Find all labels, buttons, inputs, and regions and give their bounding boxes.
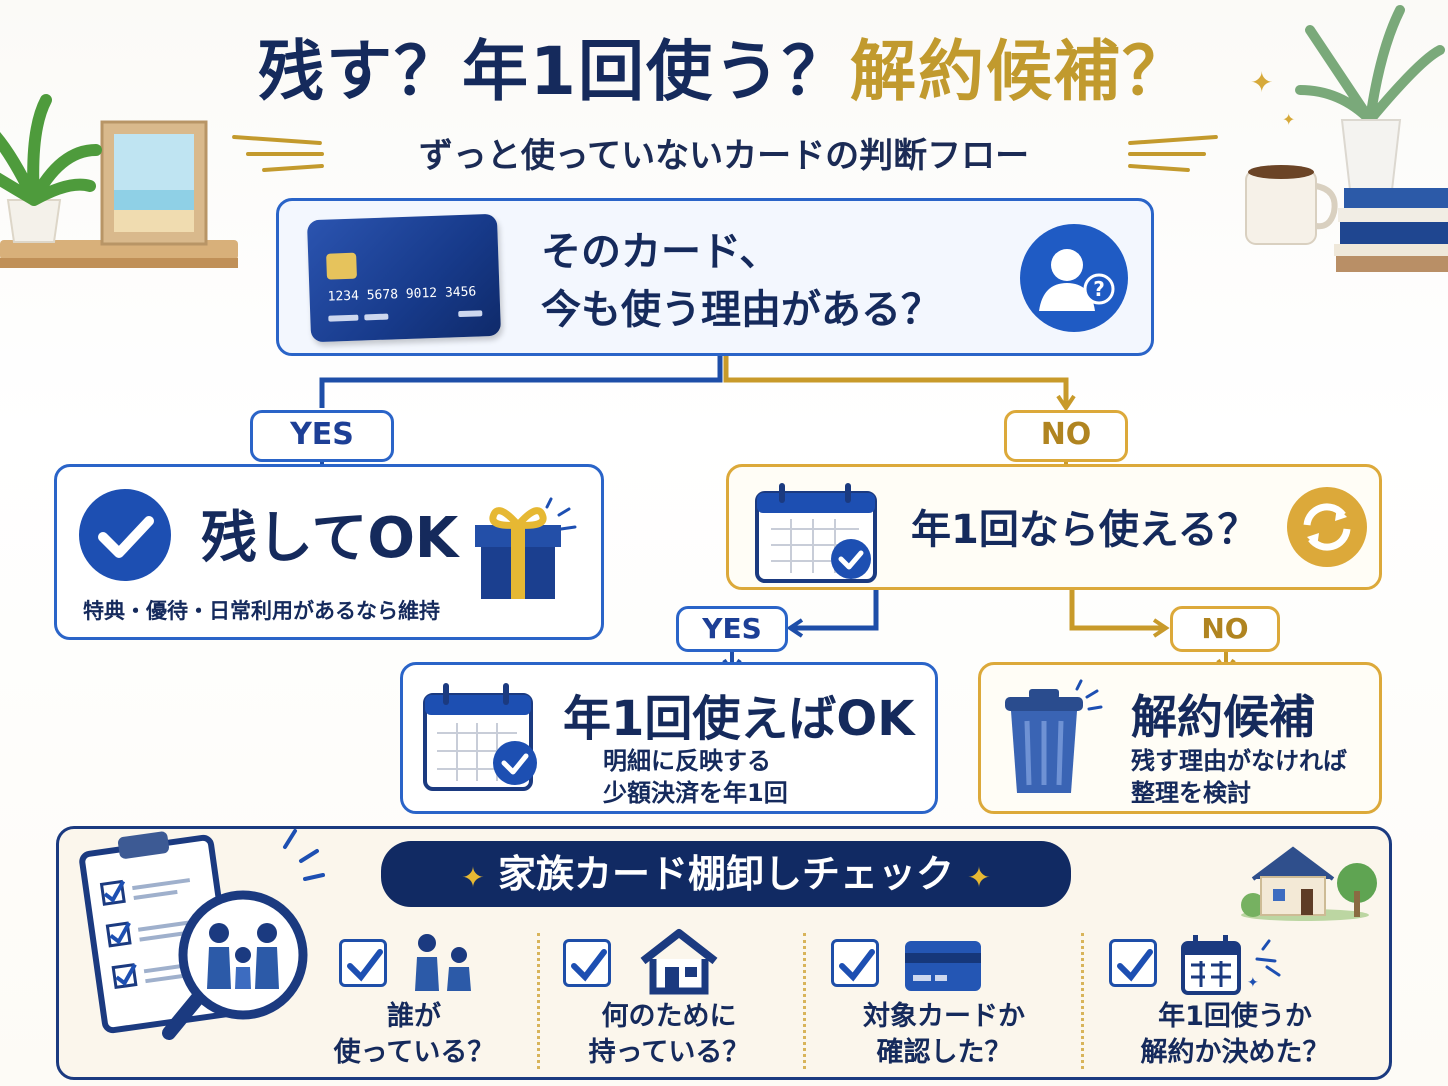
check-icon: [571, 949, 607, 982]
question2-box: 年1回なら使える？: [726, 464, 1382, 590]
check-item-3: 対象カードか 確認した？: [819, 999, 1069, 1071]
checkmark-circle-icon: [77, 487, 173, 587]
title-part2: 解約候補？: [849, 33, 1190, 110]
sparkle-icon: ✦: [1282, 110, 1296, 129]
checkbox-2[interactable]: [563, 939, 611, 987]
trash-can-icon: [1001, 679, 1109, 803]
branch1-yes-label: YES: [250, 410, 394, 462]
calendar-icon: ✦: [1181, 935, 1291, 999]
sparkle-icon: ✦: [461, 861, 485, 894]
yearly-box: 年1回使えばOK 明細に反映する 少額決済を年1回: [400, 662, 938, 814]
person-question-icon: ?: [1019, 223, 1129, 333]
refresh-icon: [1285, 485, 1369, 573]
house-icon: [639, 929, 719, 999]
cancel-line2: 整理を検討: [1131, 779, 1251, 807]
cancel-box: 解約候補 残す理由がなければ 整理を検討: [978, 662, 1382, 814]
branch2-yes-label: YES: [676, 606, 788, 652]
check-icon: [347, 949, 383, 982]
check-item-1-line1: 誰が: [387, 1001, 441, 1032]
question1-line2: 今も使う理由がある？: [541, 287, 941, 333]
branch1-no-label: NO: [1004, 410, 1128, 462]
checkbox-3[interactable]: [831, 939, 879, 987]
cancel-title: 解約候補: [1131, 690, 1315, 744]
house-tree-icon: [1239, 841, 1379, 925]
check-item-2-line2: 持っている？: [588, 1037, 750, 1068]
check-item-4-line1: 年1回使うか: [1158, 1001, 1312, 1032]
checkbox-1[interactable]: [339, 939, 387, 987]
plant-mug-books-illustration: [1245, 5, 1448, 272]
check-item-1-line2: 使っている？: [333, 1037, 495, 1068]
check-item-3-line1: 対象カードか: [863, 1001, 1025, 1032]
keep-box: 残してOK 特典・優待・日常利用があるなら維持: [54, 464, 604, 640]
check-item-4: 年1回使うか 解約か決めた？: [1095, 999, 1375, 1071]
checklist-panel: ✦ 家族カード棚卸しチェック ✦ 誰が 使っている？: [56, 826, 1392, 1080]
check-icon: [1117, 949, 1153, 982]
keep-description: 特典・優待・日常利用があるなら維持: [83, 599, 440, 623]
branch2-no-label: NO: [1170, 606, 1280, 652]
family-icon: [409, 933, 479, 997]
yearly-title: 年1回使えばOK: [563, 691, 915, 747]
gift-icon: [475, 493, 585, 607]
page-title: 残す？年1回使う？解約候補？: [0, 18, 1448, 114]
page-subtitle: ずっと使っていないカードの判断フロー: [418, 136, 1030, 176]
divider: [1081, 933, 1084, 1069]
question2-text: 年1回なら使える？: [911, 507, 1258, 553]
calendar-check-icon: [755, 483, 883, 587]
keep-title: 残してOK: [201, 506, 459, 571]
check-icon: [839, 949, 875, 982]
card-icon: [903, 939, 983, 997]
subtitle-dash-right: [1128, 152, 1206, 156]
decor-right: [1230, 0, 1448, 280]
checklist-title: 家族カード棚卸しチェック: [497, 852, 954, 896]
yearly-line2: 少額決済を年1回: [603, 779, 788, 807]
check-item-2: 何のために 持っている？: [549, 999, 789, 1071]
divider: [537, 933, 540, 1069]
check-item-4-line2: 解約か決めた？: [1140, 1037, 1330, 1068]
checklist-title-band: ✦ 家族カード棚卸しチェック ✦: [381, 841, 1071, 907]
subtitle-dash-left: [246, 152, 324, 156]
checkbox-4[interactable]: [1109, 939, 1157, 987]
cancel-line1: 残す理由がなければ: [1131, 747, 1347, 775]
svg-text:✦: ✦: [1247, 975, 1259, 991]
question1-box: 1234 5678 9012 3456 そのカード、 今も使う理由がある？ ?: [276, 198, 1154, 356]
check-item-2-line1: 何のために: [601, 1001, 737, 1032]
check-item-1: 誰が 使っている？: [299, 999, 529, 1071]
check-item-3-line2: 確認した？: [876, 1037, 1012, 1068]
question1-line1: そのカード、: [541, 229, 780, 275]
decor-left: [0, 90, 240, 300]
divider: [803, 933, 806, 1069]
yearly-line1: 明細に反映する: [603, 747, 771, 775]
svg-text:?: ?: [1093, 277, 1105, 301]
sparkle-icon: ✦: [967, 861, 991, 894]
calendar-check-icon: [423, 683, 545, 797]
sparkle-icon: ✦: [1250, 66, 1274, 99]
title-part1: 残す？年1回使う？: [258, 33, 850, 110]
plant-and-frame-illustration: [0, 94, 238, 268]
clipboard-magnifier-icon: [73, 817, 333, 1081]
